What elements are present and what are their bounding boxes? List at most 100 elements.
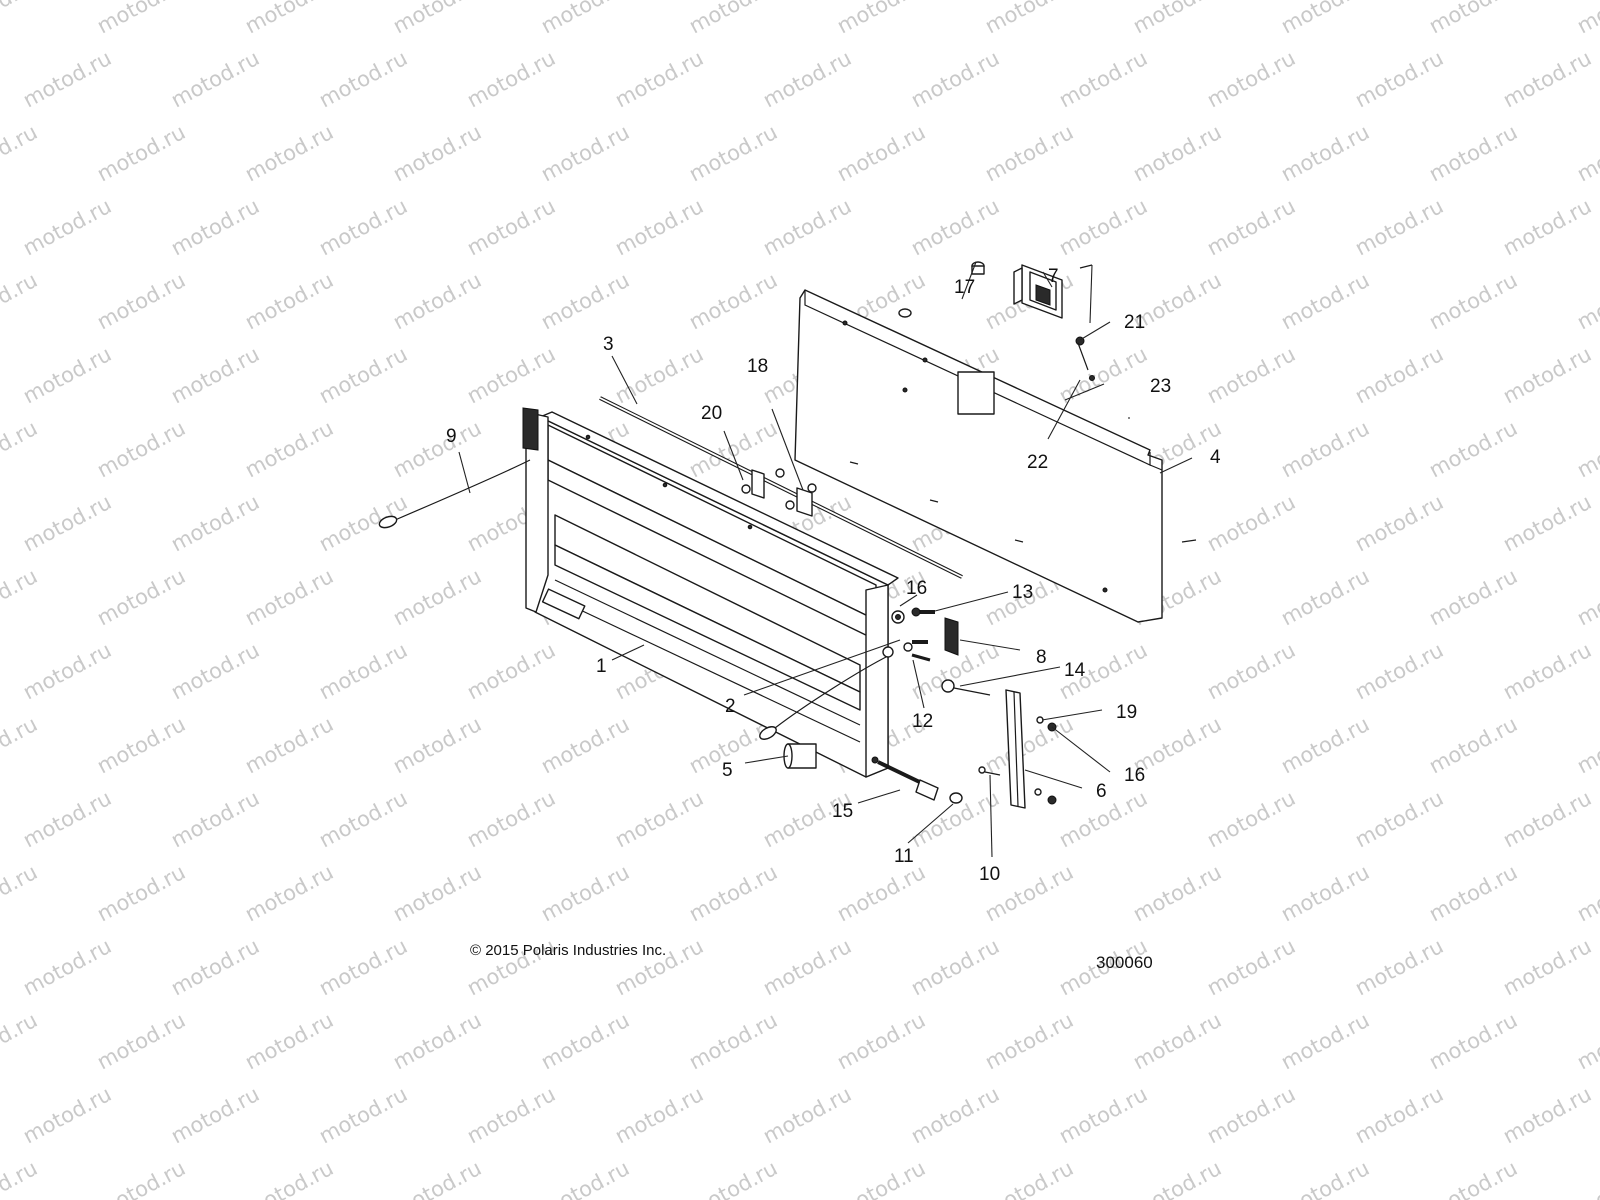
watermark-text: motod.ru	[167, 342, 263, 408]
watermark-text: motod.ru	[833, 1008, 929, 1074]
watermark-text: motod.ru	[241, 1156, 337, 1200]
callout-9: 9	[446, 426, 457, 447]
watermark-text: motod.ru	[167, 490, 263, 556]
watermark-text: motod.ru	[315, 934, 411, 1000]
watermark-text: motod.ru	[981, 0, 1077, 38]
watermark-text: motod.ru	[315, 490, 411, 556]
watermark-text: motod.ru	[463, 1082, 559, 1148]
watermark-text: motod.ru	[1055, 1082, 1151, 1148]
watermark-text: motod.ru	[93, 0, 189, 38]
watermark-text: motod.ru	[685, 120, 781, 186]
watermark-text: motod.ru	[463, 342, 559, 408]
watermark-text: motod.ru	[833, 860, 929, 926]
watermark-text: motod.ru	[611, 786, 707, 852]
watermark-text: motod.ru	[0, 564, 41, 630]
watermark-text: motod.ru	[1203, 638, 1299, 704]
watermark-text: motod.ru	[315, 1082, 411, 1148]
watermark-text: motod.ru	[1351, 934, 1447, 1000]
watermark-text: motod.ru	[1573, 860, 1600, 926]
part-20-18-brackets	[741, 468, 817, 517]
watermark-text: motod.ru	[1499, 934, 1595, 1000]
leader-lines	[458, 261, 1193, 858]
watermark-text: motod.ru	[981, 712, 1077, 778]
watermark-text: motod.ru	[389, 120, 485, 186]
watermark-text: motod.ru	[1203, 934, 1299, 1000]
watermark-text: motod.ru	[981, 1156, 1077, 1200]
watermark-text: motod.ru	[1203, 194, 1299, 260]
watermark-text: motod.ru	[19, 934, 115, 1000]
watermark-text: motod.ru	[241, 712, 337, 778]
watermark-text: motod.ru	[1055, 46, 1151, 112]
watermark-text: motod.ru	[907, 46, 1003, 112]
watermark-text: motod.ru	[1203, 490, 1299, 556]
watermark-text: motod.ru	[1277, 0, 1373, 38]
watermark-text: motod.ru	[241, 416, 337, 482]
watermark-text: motod.ru	[315, 786, 411, 852]
watermark-text: motod.ru	[759, 46, 855, 112]
watermark-text: motod.ru	[1499, 46, 1595, 112]
watermark-text: motod.ru	[1499, 1082, 1595, 1148]
watermark-text: motod.ru	[1573, 712, 1600, 778]
callout-12: 12	[912, 711, 933, 732]
watermark-text: motod.ru	[19, 786, 115, 852]
watermark-text: motod.ru	[93, 416, 189, 482]
watermark-text: motod.ru	[611, 46, 707, 112]
callout-23: 23	[1150, 376, 1171, 397]
watermark-text: motod.ru	[1425, 712, 1521, 778]
watermark-text: motod.ru	[315, 194, 411, 260]
watermark-text: motod.ru	[1499, 786, 1595, 852]
callout-1: 1	[596, 656, 607, 677]
watermark-text: motod.ru	[907, 194, 1003, 260]
watermark-text: motod.ru	[389, 416, 485, 482]
watermark-text: motod.ru	[167, 638, 263, 704]
watermark-text: motod.ru	[93, 712, 189, 778]
watermark-text: motod.ru	[241, 1008, 337, 1074]
watermark-text: motod.ru	[981, 120, 1077, 186]
callout-20: 20	[701, 403, 722, 424]
watermark-text: motod.ru	[537, 712, 633, 778]
callout-19: 19	[1116, 702, 1137, 723]
callout-15: 15	[832, 801, 853, 822]
callout-17: 17	[954, 277, 975, 298]
callout-3: 3	[603, 334, 614, 355]
watermark-text: motod.ru	[1425, 1008, 1521, 1074]
watermark-text: motod.ru	[1351, 342, 1447, 408]
watermark-text: motod.ru	[759, 934, 855, 1000]
watermark-text: motod.ru	[537, 0, 633, 38]
watermark-text: motod.ru	[1203, 46, 1299, 112]
watermark-text: motod.ru	[537, 120, 633, 186]
watermark-text: motod.ru	[685, 1008, 781, 1074]
watermark-text: motod.ru	[0, 268, 41, 334]
watermark-text: motod.ru	[315, 638, 411, 704]
watermark-text: motod.ru	[833, 1156, 929, 1200]
watermark-text: motod.ru	[1351, 46, 1447, 112]
watermark-text: motod.ru	[1277, 712, 1373, 778]
watermark-text: motod.ru	[0, 0, 41, 38]
watermark-text: motod.ru	[241, 120, 337, 186]
watermark-text: motod.ru	[1203, 342, 1299, 408]
part-5-bushing	[783, 743, 817, 769]
watermark-text: motod.ru	[907, 934, 1003, 1000]
watermark-text: motod.ru	[0, 1008, 41, 1074]
watermark-text: motod.ru	[1425, 416, 1521, 482]
watermark-text: motod.ru	[241, 860, 337, 926]
part-9-cable-left	[378, 459, 531, 529]
watermark-text: motod.ru	[759, 1082, 855, 1148]
watermark-text: motod.ru	[1351, 194, 1447, 260]
watermark-text: motod.ru	[167, 46, 263, 112]
watermark-text: motod.ru	[1277, 564, 1373, 630]
watermark-text: motod.ru	[389, 1008, 485, 1074]
watermark-text: motod.ru	[0, 860, 41, 926]
watermark-text: motod.ru	[685, 860, 781, 926]
watermark-text: motod.ru	[1425, 564, 1521, 630]
callout-7: 7	[1048, 266, 1059, 287]
watermark-text: motod.ru	[167, 194, 263, 260]
callout-13: 13	[1012, 582, 1033, 603]
watermark-text: motod.ru	[389, 564, 485, 630]
watermark-text: motod.ru	[1573, 1156, 1600, 1200]
callout-21: 21	[1124, 312, 1145, 333]
watermark-text: motod.ru	[1129, 120, 1225, 186]
watermark-text: motod.ru	[0, 120, 41, 186]
watermark-text: motod.ru	[685, 0, 781, 38]
watermark-text: motod.ru	[19, 194, 115, 260]
